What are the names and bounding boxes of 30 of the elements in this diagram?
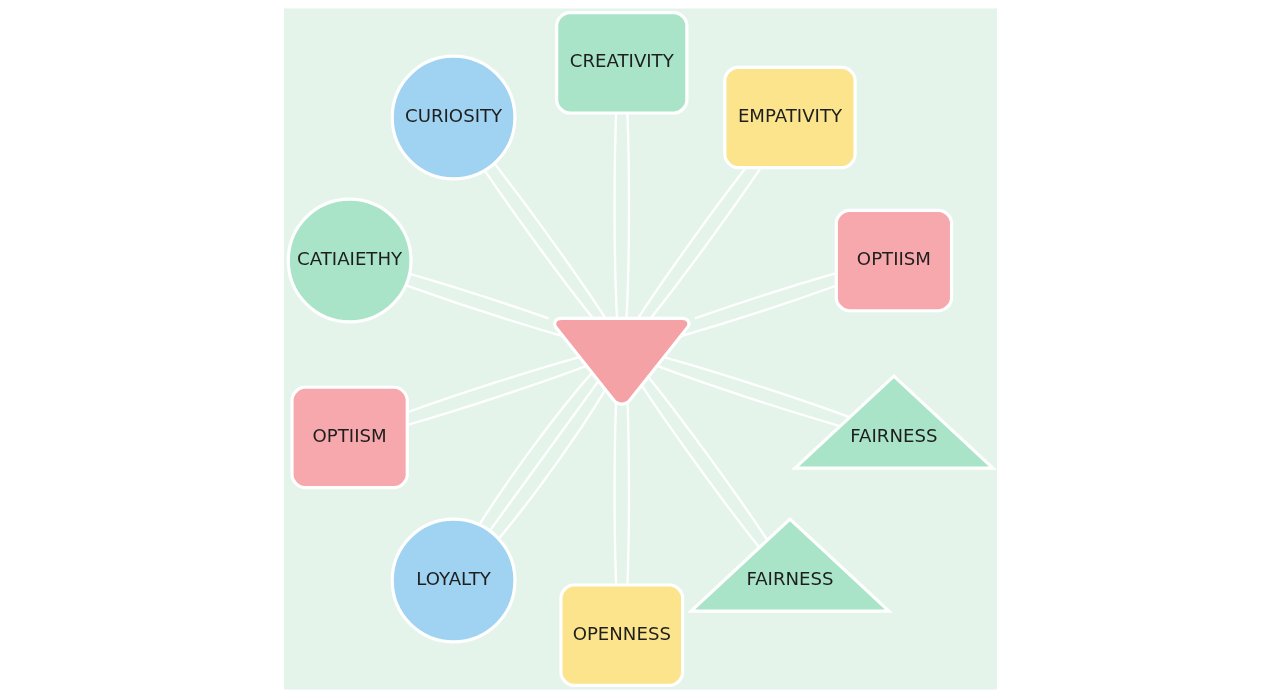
node-circle: CATIAIETHY — [286, 197, 413, 324]
connector — [624, 113, 630, 319]
node-box: OPTIISM — [289, 385, 409, 490]
connector — [663, 356, 850, 419]
node-box: CREATIVITY — [554, 11, 688, 115]
node-box: OPENNESS — [558, 583, 684, 687]
connector — [647, 376, 768, 541]
connector — [406, 364, 587, 426]
node-box: OPTIISM — [834, 208, 953, 313]
connector — [693, 272, 836, 320]
node-circle: LOYALTY — [390, 517, 517, 644]
connector — [497, 389, 606, 540]
node-circle: CURIOSITY — [390, 54, 517, 181]
connector — [636, 167, 747, 319]
connector — [477, 372, 593, 526]
connector — [612, 112, 618, 319]
connector — [488, 380, 599, 532]
connector — [625, 403, 630, 585]
connector — [680, 284, 836, 338]
connector — [612, 403, 617, 586]
connector — [649, 167, 762, 319]
connector — [493, 162, 606, 319]
connector — [405, 284, 563, 338]
connector — [640, 384, 760, 549]
connector — [409, 272, 549, 320]
node-box: EMPATIVITY — [722, 65, 857, 170]
connector — [406, 356, 580, 414]
node-heart — [552, 316, 690, 406]
connector — [656, 364, 840, 428]
connector — [483, 170, 594, 319]
